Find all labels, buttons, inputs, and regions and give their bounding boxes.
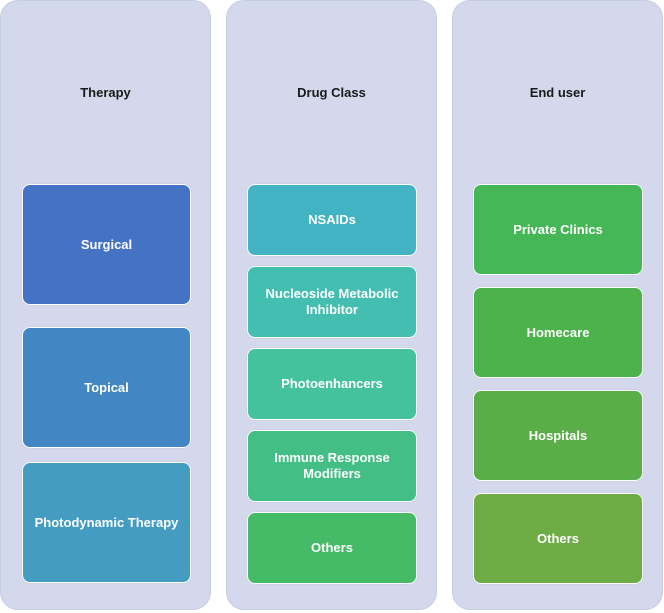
- therapy-surgical-box: Surgical: [22, 184, 191, 305]
- end-user-private-clinics-box: Private Clinics: [473, 184, 643, 275]
- drug-class-photoenhancers-box: Photoenhancers: [247, 348, 417, 420]
- drug-class-nucleoside-box: Nucleoside Metabolic Inhibitor: [247, 266, 417, 338]
- end-user-others-box: Others: [473, 493, 643, 584]
- therapy-topical-box: Topical: [22, 327, 191, 448]
- therapy-column-title: Therapy: [80, 85, 131, 100]
- end-user-column-title: End user: [529, 85, 586, 100]
- therapy-photodynamic-box: Photodynamic Therapy: [22, 462, 191, 583]
- drug-class-column: Drug Class NSAIDs Nucleoside Metabolic I…: [226, 0, 437, 610]
- end-user-column: End user Private Clinics Homecare Hospit…: [452, 0, 663, 610]
- drug-class-column-title: Drug Class: [297, 85, 366, 100]
- end-user-hospitals-box: Hospitals: [473, 390, 643, 481]
- drug-class-others-box: Others: [247, 512, 417, 584]
- therapy-column: Therapy Surgical Topical Photodynamic Th…: [0, 0, 211, 610]
- end-user-homecare-box: Homecare: [473, 287, 643, 378]
- drug-class-nsaids-box: NSAIDs: [247, 184, 417, 256]
- drug-class-immune-modifiers-box: Immune Response Modifiers: [247, 430, 417, 502]
